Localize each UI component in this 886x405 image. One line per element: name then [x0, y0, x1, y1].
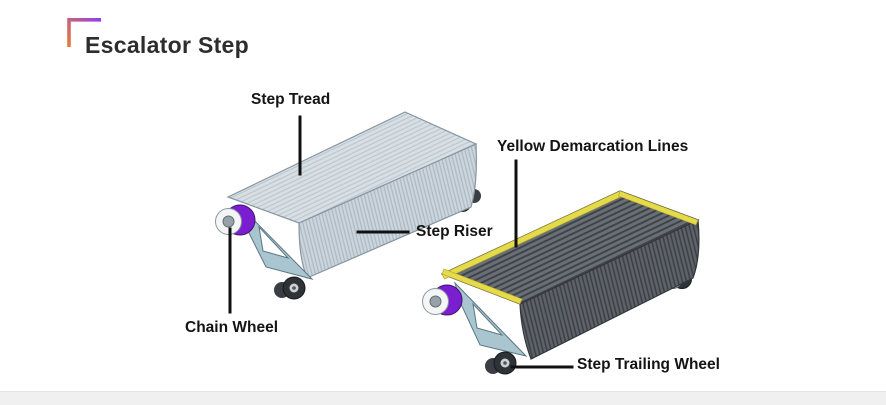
label-step-tread: Step Tread	[251, 91, 331, 108]
page-title: Escalator Step	[85, 32, 249, 58]
label-yellow-demarcation-lines: Yellow Demarcation Lines	[497, 138, 689, 155]
demarcation-line-front-edge	[441, 268, 523, 305]
light-step-riser-face	[298, 143, 477, 279]
light-step-model	[215, 111, 481, 300]
light-step-chain-wheel-hub	[222, 215, 235, 228]
corner-bracket-icon	[67, 18, 101, 47]
yellow-demarcation-lines	[441, 190, 699, 305]
light-step-tread-face	[226, 111, 478, 224]
footer-bar	[0, 391, 886, 405]
label-step-trailing-wheel: Step Trailing Wheel	[577, 356, 720, 373]
dark-step-model	[422, 190, 700, 375]
label-chain-wheel: Chain Wheel	[185, 319, 279, 336]
label-step-riser: Step Riser	[416, 223, 493, 240]
dark-step-trailing-wheel-pin	[503, 361, 507, 365]
dark-step-chain-wheel-hub	[429, 295, 442, 308]
demarcation-line-rear-edge	[618, 190, 699, 226]
light-step-front-wheel-pin	[292, 286, 296, 290]
dark-step-side-face	[519, 219, 700, 360]
leader-lines	[228, 115, 574, 369]
